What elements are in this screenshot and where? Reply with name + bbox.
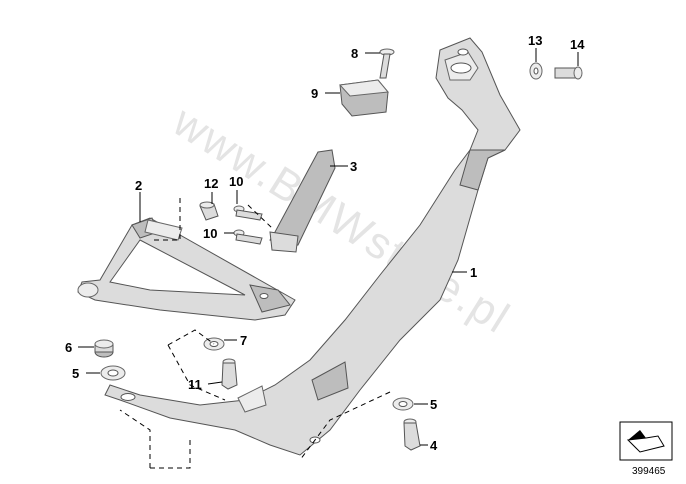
callout-3: 3 bbox=[350, 159, 357, 174]
part-13-washer bbox=[529, 62, 543, 80]
part-3-pad bbox=[269, 149, 336, 253]
callout-4: 4 bbox=[430, 438, 438, 453]
assembly-line-washer-left bbox=[167, 329, 226, 401]
callout-5-left: 5 bbox=[72, 366, 79, 381]
part-5-washer-left bbox=[100, 365, 126, 381]
part-11-bolt bbox=[221, 358, 238, 390]
part-12-bolt bbox=[199, 201, 219, 221]
callout-2: 2 bbox=[135, 178, 142, 193]
part-6-nut bbox=[94, 339, 114, 358]
part-10-screw-upper bbox=[233, 205, 263, 221]
callout-10-lower: 10 bbox=[203, 226, 217, 241]
callout-9: 9 bbox=[311, 86, 318, 101]
callout-12: 12 bbox=[204, 176, 218, 191]
callout-6: 6 bbox=[65, 340, 72, 355]
part-4-bolt bbox=[403, 418, 421, 451]
callout-11: 11 bbox=[188, 377, 202, 392]
callout-10-upper: 10 bbox=[229, 174, 243, 189]
part-5-washer-right bbox=[392, 397, 414, 411]
part-8-screw bbox=[379, 48, 395, 79]
assembly-line-2 bbox=[150, 198, 181, 241]
callout-5-right: 5 bbox=[430, 397, 437, 412]
leader-11 bbox=[207, 381, 223, 385]
assembly-line-washer-right bbox=[299, 391, 391, 461]
callout-7: 7 bbox=[240, 333, 247, 348]
part-10-screw-lower bbox=[233, 229, 263, 245]
assembly-line-3 bbox=[247, 204, 273, 229]
callout-13: 13 bbox=[528, 33, 542, 48]
part-9-block bbox=[338, 79, 389, 117]
part-14-bolt bbox=[554, 66, 583, 80]
callout-1: 1 bbox=[470, 265, 477, 280]
callout-14: 14 bbox=[570, 37, 585, 52]
callout-8: 8 bbox=[351, 46, 358, 61]
assembly-line-bottom-left bbox=[119, 409, 191, 469]
part-1-grab-handle bbox=[104, 37, 521, 456]
arrow-box-icon bbox=[619, 421, 673, 461]
part-2-support-bracket bbox=[77, 217, 296, 321]
doc-number: 399465 bbox=[632, 466, 666, 477]
